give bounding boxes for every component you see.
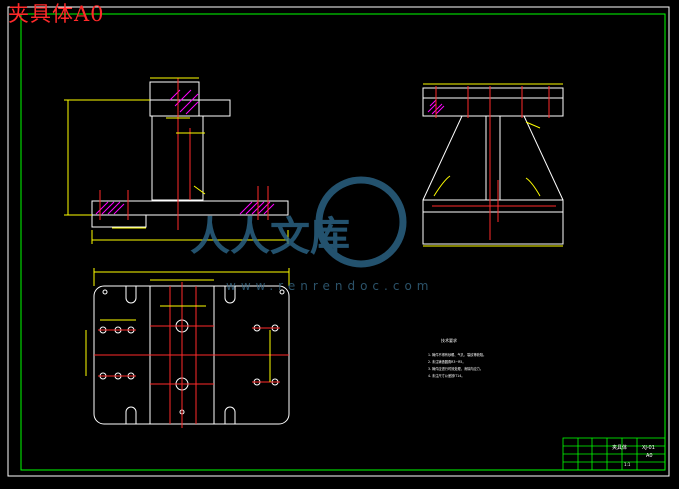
watermark-logo: 人人文库 [190,176,407,268]
tech-req-line-2: 2. 未注铸造圆角R3~R5。 [428,359,466,364]
drawing-number: XJ-01 [642,445,655,451]
front-view [64,77,289,244]
tech-req-heading: 技术要求 [441,337,457,343]
tech-req-line-4: 4. 未注尺寸公差按IT14。 [428,373,465,378]
part-name: 夹具体 [612,444,627,451]
watermark-url: www.renrendoc.com [226,279,434,293]
tech-req-line-3: 3. 铸件应进行时效处理，消除内应力。 [428,366,483,371]
drawing-title: 夹具体A0 [8,2,105,26]
plan-view [85,268,290,428]
watermark-logo-text: 人人文库 [190,214,350,260]
technical-requirements: 技术要求 1. 铸件不得有砂眼、气孔、裂纹等缺陷。 2. 未注铸造圆角R3~R5… [428,337,486,378]
outer-frame [7,6,670,477]
inner-border [20,13,666,471]
side-view [422,83,564,247]
sheet-size: A0 [646,453,653,459]
tech-req-line-1: 1. 铸件不得有砂眼、气孔、裂纹等缺陷。 [428,352,486,357]
title-block: 夹具体 XJ-01 A0 1:1 [562,437,666,471]
scale: 1:1 [624,462,631,467]
